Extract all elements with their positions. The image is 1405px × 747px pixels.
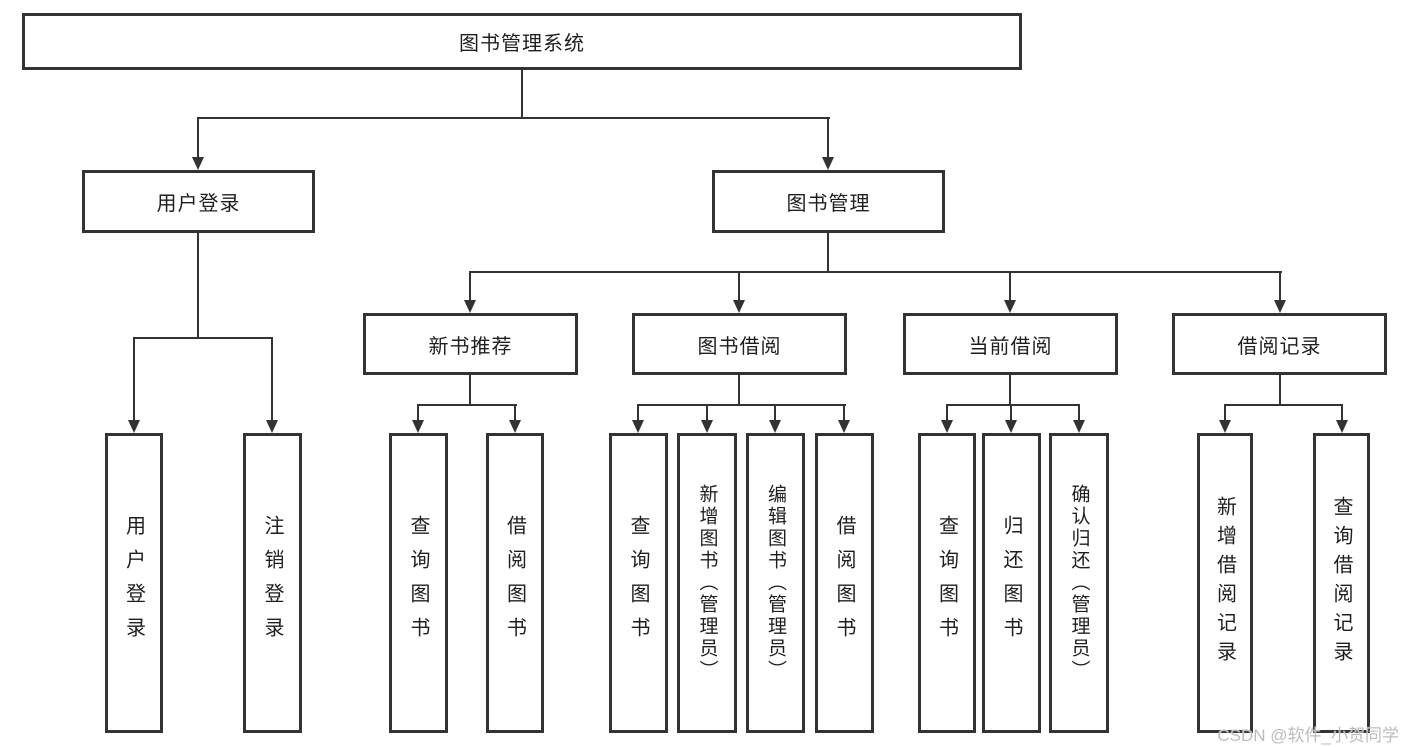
arrowhead-icon [632, 420, 644, 433]
leaf-add-books-admin: 新增图书（管理员） [677, 433, 737, 733]
leaf-borrow-books-label: 借阅图书 [833, 515, 855, 651]
node-user-login-label: 用户登录 [156, 193, 241, 215]
connector-line [706, 404, 708, 421]
connector-line [827, 117, 829, 158]
connector-line [417, 404, 419, 421]
node-root-label: 图书管理系统 [459, 33, 585, 55]
leaf-confirm-return-admin-label: 确认归还（管理员） [1068, 484, 1090, 682]
arrowhead-icon [464, 300, 476, 313]
node-book-management-label: 图书管理 [786, 193, 871, 215]
arrowhead-icon [412, 420, 424, 433]
node-current-borrow-label: 当前借阅 [968, 335, 1053, 358]
arrowhead-icon [1004, 300, 1016, 313]
node-new-book-recommend: 新书推荐 [363, 313, 578, 375]
arrowhead-icon [701, 420, 713, 433]
arrowhead-icon [838, 420, 850, 433]
connector-line [469, 271, 1282, 273]
leaf-query-books-borrow-label: 查询图书 [627, 515, 649, 651]
node-book-borrow-label: 图书借阅 [697, 335, 782, 358]
leaf-borrow-books-recommend-label: 借阅图书 [503, 515, 526, 651]
leaf-query-borrow-record: 查询借阅记录 [1313, 433, 1370, 733]
connector-line [133, 337, 273, 339]
connector-line [946, 404, 948, 421]
connector-line [197, 117, 199, 158]
connector-line [1279, 375, 1281, 406]
connector-line [1009, 271, 1011, 301]
leaf-user-login: 用户登录 [105, 433, 163, 733]
arrowhead-icon [128, 420, 140, 433]
leaf-user-login-label: 用户登录 [122, 515, 145, 651]
arrowhead-icon [1219, 420, 1231, 433]
connector-line [827, 233, 829, 272]
arrowhead-icon [733, 300, 745, 313]
node-root: 图书管理系统 [22, 13, 1022, 70]
connector-line [637, 404, 639, 421]
leaf-edit-books-admin: 编辑图书（管理员） [746, 433, 805, 733]
leaf-add-borrow-record-label: 新增借阅记录 [1213, 496, 1236, 670]
leaf-add-books-admin-label: 新增图书（管理员） [696, 484, 718, 682]
leaf-logout: 注销登录 [243, 433, 302, 733]
node-book-borrow: 图书借阅 [632, 313, 847, 375]
node-new-book-recommend-label: 新书推荐 [428, 335, 513, 358]
connector-line [133, 337, 135, 421]
arrowhead-icon [941, 420, 953, 433]
connector-line [417, 404, 517, 406]
leaf-borrow-books: 借阅图书 [815, 433, 874, 733]
leaf-query-books-current-label: 查询图书 [935, 515, 958, 651]
connector-line [1279, 271, 1281, 301]
arrowhead-icon [1336, 420, 1348, 433]
connector-line [197, 233, 199, 338]
leaf-borrow-books-recommend: 借阅图书 [486, 433, 544, 733]
node-user-login: 用户登录 [82, 170, 315, 233]
leaf-query-books-current: 查询图书 [918, 433, 976, 733]
arrowhead-icon [1274, 300, 1286, 313]
csdn-watermark: CSDN @软件_小贺同学 [1217, 726, 1399, 745]
connector-line [637, 404, 846, 406]
leaf-logout-label: 注销登录 [261, 515, 283, 651]
connector-line [1078, 404, 1080, 421]
leaf-confirm-return-admin: 确认归还（管理员） [1049, 433, 1109, 733]
arrowhead-icon [1073, 420, 1085, 433]
leaf-query-books-recommend: 查询图书 [389, 433, 448, 733]
arrowhead-icon [822, 157, 834, 170]
connector-line [469, 375, 471, 406]
leaf-edit-books-admin-label: 编辑图书（管理员） [765, 484, 786, 682]
connector-line [738, 271, 740, 301]
connector-line [469, 271, 471, 301]
connector-line [1009, 375, 1011, 406]
node-book-management: 图书管理 [712, 170, 945, 233]
leaf-add-borrow-record: 新增借阅记录 [1197, 433, 1253, 733]
connector-line [843, 404, 845, 421]
connector-line [197, 117, 830, 119]
node-current-borrow: 当前借阅 [903, 313, 1118, 375]
leaf-query-books-recommend-label: 查询图书 [407, 515, 429, 651]
arrowhead-icon [266, 420, 278, 433]
arrowhead-icon [769, 420, 781, 433]
connector-line [946, 404, 1080, 406]
connector-line [1224, 404, 1343, 406]
connector-line [1341, 404, 1343, 421]
connector-line [1224, 404, 1226, 421]
leaf-query-books-borrow: 查询图书 [609, 433, 668, 733]
connector-line [738, 375, 740, 406]
connector-line [1010, 404, 1012, 421]
leaf-return-books-label: 归还图书 [1000, 515, 1022, 651]
connector-line [521, 70, 523, 118]
arrowhead-icon [509, 420, 521, 433]
leaf-query-borrow-record-label: 查询借阅记录 [1330, 496, 1352, 670]
node-borrow-records: 借阅记录 [1172, 313, 1387, 375]
arrowhead-icon [1005, 420, 1017, 433]
arrowhead-icon [192, 157, 204, 170]
connector-line [514, 404, 516, 421]
connector-line [774, 404, 776, 421]
leaf-return-books: 归还图书 [982, 433, 1041, 733]
connector-line [271, 337, 273, 421]
node-borrow-records-label: 借阅记录 [1237, 335, 1322, 358]
